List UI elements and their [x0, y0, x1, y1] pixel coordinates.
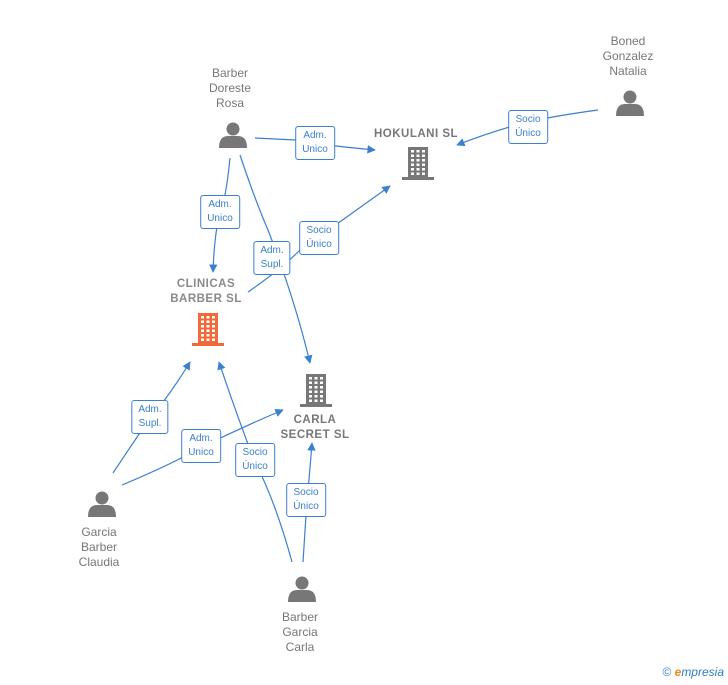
node-label-line: BARBER SL: [170, 293, 242, 305]
relationship-badge-line: Supl.: [260, 259, 284, 270]
node-label-line: Carla: [285, 640, 315, 654]
node-label-line: Garcia: [282, 625, 318, 639]
person-icon[interactable]: [288, 576, 316, 603]
person-icon[interactable]: [88, 491, 116, 518]
relationship-badge-line: Adm.: [260, 245, 284, 256]
relationship-badge-line: Socio: [306, 225, 332, 236]
footer-brand[interactable]: © empresia: [662, 665, 724, 679]
relationship-badge-line: Socio: [515, 114, 541, 125]
building-icon[interactable]: [300, 374, 332, 407]
relationship-badge[interactable]: Adm. Supl.: [253, 241, 291, 275]
relationship-badge-line: Adm.: [303, 130, 327, 141]
person-icon[interactable]: [219, 122, 247, 149]
relationship-badge[interactable]: Adm. Unico: [181, 429, 221, 463]
building-icon[interactable]: [402, 147, 434, 180]
relationship-badge-line: Unico: [188, 447, 214, 458]
node-label-line: Natalia: [609, 64, 647, 78]
relationship-badge-line: Adm.: [138, 404, 162, 415]
relationship-badge-line: Supl.: [138, 418, 162, 429]
node-label-hokulani-sl[interactable]: HOKULANI SL: [374, 127, 458, 142]
relationship-badge-line: Unico: [302, 144, 328, 155]
relationship-badge-line: Adm.: [189, 433, 213, 444]
relationship-badge-line: Único: [242, 461, 268, 472]
node-label-line: Boned: [610, 34, 646, 48]
node-label-line: Barber: [281, 610, 319, 624]
relationship-badge-line: Único: [515, 128, 541, 139]
node-label-line: Gonzalez: [602, 49, 654, 63]
brand-logo-text: mpresia: [681, 665, 724, 679]
edges-layer: [112, 109, 599, 563]
node-label-line: SECRET SL: [280, 429, 350, 441]
node-label-carla-secret-sl[interactable]: CARLA SECRET SL: [280, 413, 349, 443]
edge-barber-doreste-rosa-to-carla-secret-sl: [239, 154, 313, 364]
relationship-badge-line: Único: [293, 501, 319, 512]
person-icon[interactable]: [616, 90, 644, 117]
copyright-symbol: ©: [662, 665, 672, 679]
node-label-line: Claudia: [78, 555, 120, 569]
relationship-badge[interactable]: Adm. Supl.: [131, 400, 169, 434]
node-label-line: Rosa: [215, 96, 244, 110]
node-label-line: HOKULANI SL: [373, 128, 459, 140]
node-label-line: Barber: [80, 540, 118, 554]
relationship-badge[interactable]: Adm. Unico: [295, 126, 335, 160]
node-label-line: Barber: [211, 66, 249, 80]
icons-layer: [88, 90, 644, 603]
node-label-line: CARLA: [293, 414, 337, 426]
relationship-badge-line: Unico: [207, 213, 233, 224]
node-label-line: Garcia: [81, 525, 117, 539]
relationship-badge-line: Único: [306, 239, 332, 250]
relationship-badge-line: Socio: [293, 487, 319, 498]
building-icon[interactable]: [192, 313, 224, 346]
node-label-line: CLINICAS: [176, 278, 236, 290]
node-label-clinicas-barber-sl[interactable]: CLINICAS BARBER SL: [170, 277, 242, 307]
relationship-badge-line: Socio: [242, 447, 268, 458]
node-label-line: Doreste: [208, 81, 252, 95]
brand-logo-initial: e: [674, 665, 682, 679]
relationship-badge-line: Adm.: [208, 199, 232, 210]
relationship-badge[interactable]: Adm. Unico: [200, 195, 240, 229]
